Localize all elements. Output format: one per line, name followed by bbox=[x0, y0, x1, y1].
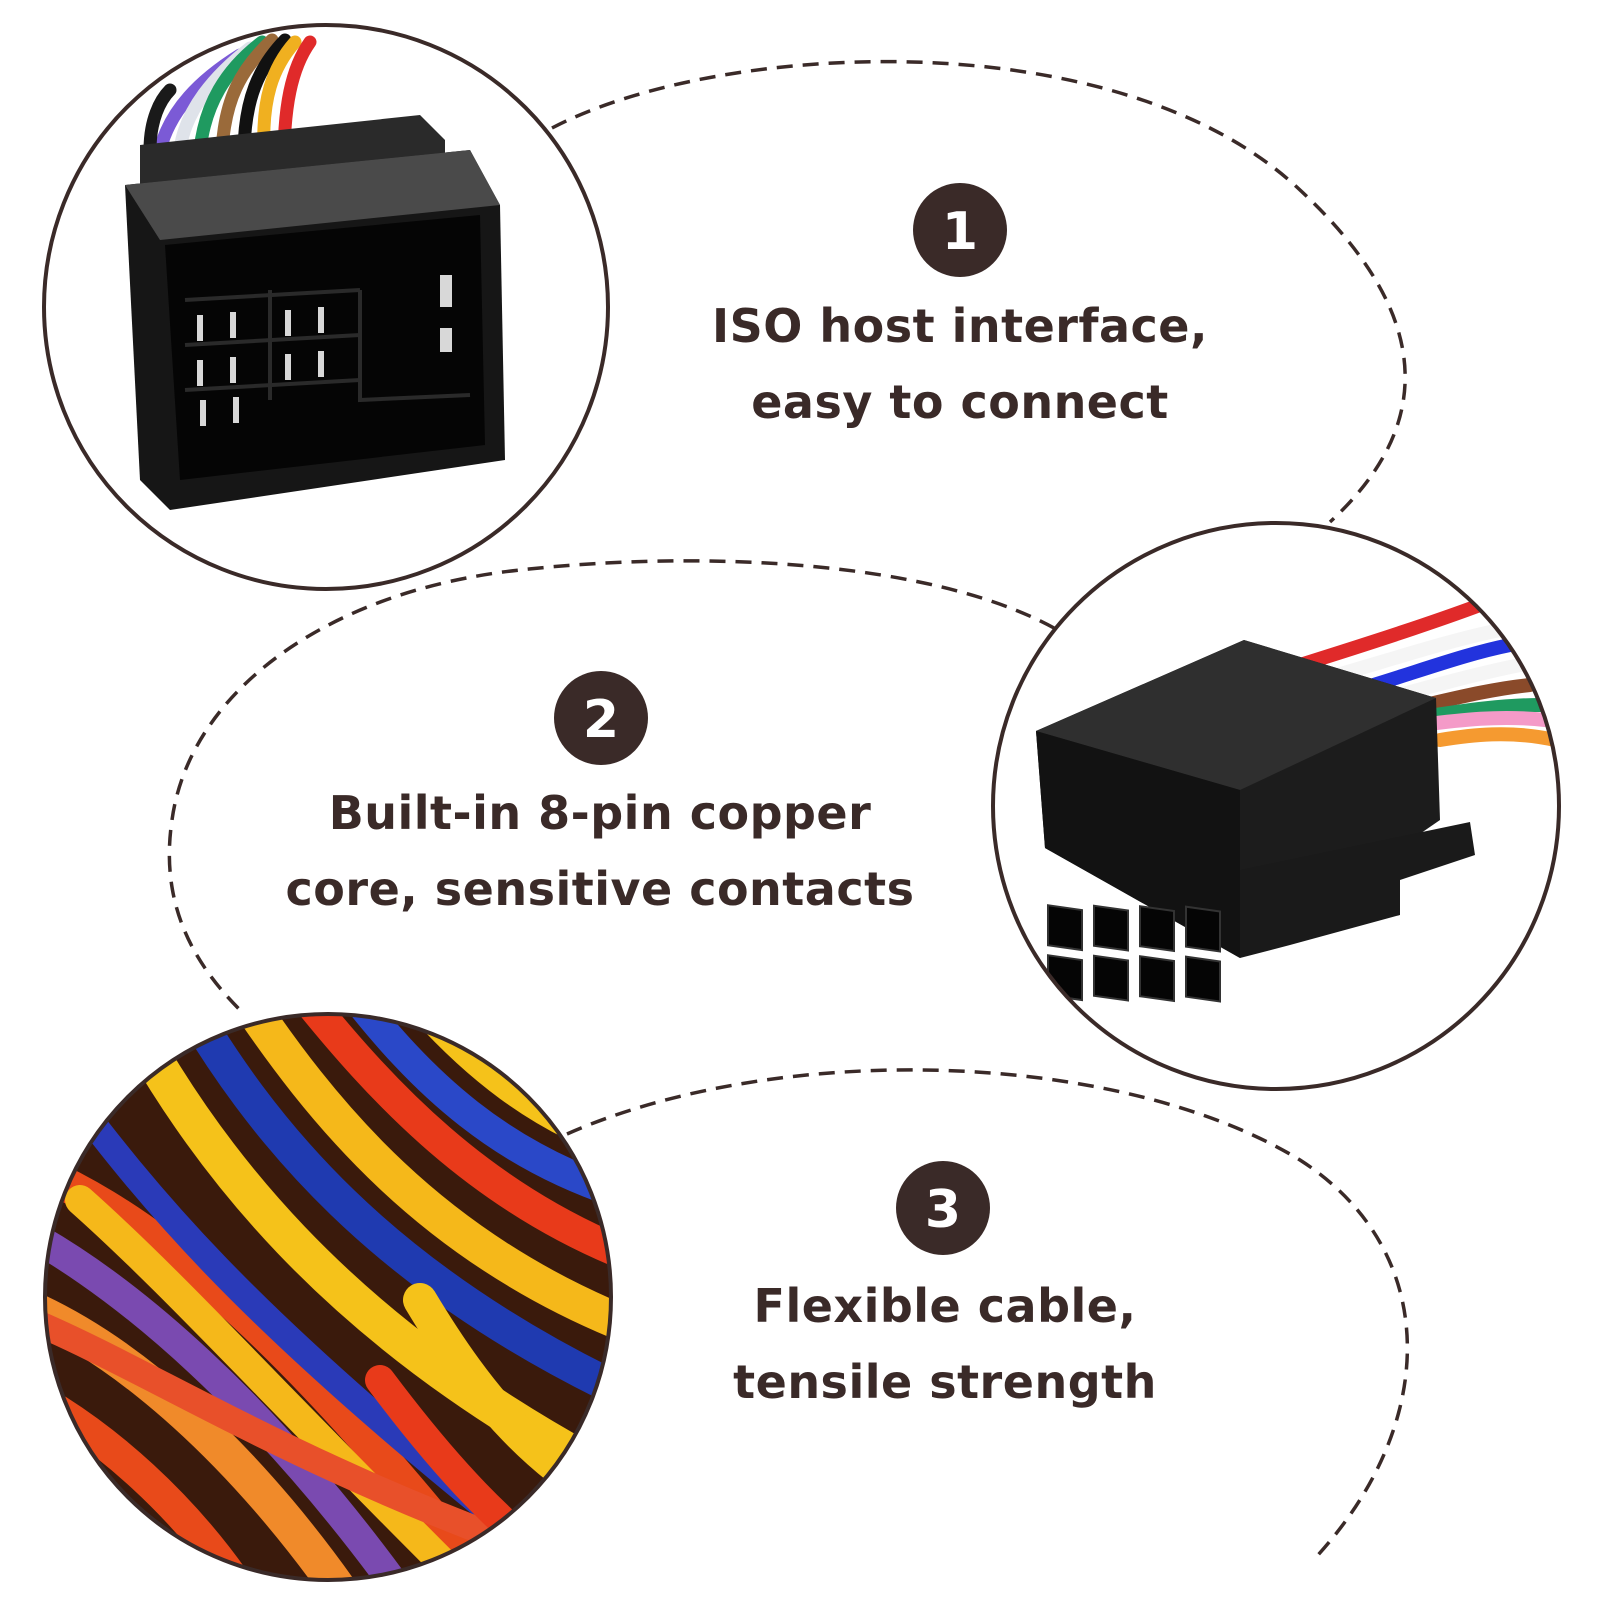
connector-photo-circle-1 bbox=[42, 23, 610, 591]
feature-2-line-1: Built-in 8-pin copper bbox=[328, 786, 872, 840]
dashed-connector-lines bbox=[167, 59, 1410, 1557]
feature-text-3: Flexible cable, tensile strength bbox=[660, 1268, 1230, 1420]
feature-1-line-2: easy to connect bbox=[751, 375, 1169, 429]
feature-1-line-1: ISO host interface, bbox=[712, 299, 1208, 353]
feature-2-line-2: core, sensitive contacts bbox=[285, 862, 915, 916]
feature-3-line-2: tensile strength bbox=[733, 1355, 1157, 1409]
feature-number-1: 1 bbox=[942, 202, 978, 262]
cable-photo-circle-3 bbox=[43, 1012, 613, 1582]
feature-badge-3: 3 bbox=[896, 1161, 990, 1255]
feature-badge-2: 2 bbox=[554, 671, 648, 765]
feature-text-1: ISO host interface, easy to connect bbox=[660, 288, 1260, 440]
feature-3-line-1: Flexible cable, bbox=[753, 1279, 1137, 1333]
feature-number-3: 3 bbox=[925, 1180, 961, 1240]
dashed-arc-2 bbox=[167, 559, 1055, 1012]
feature-text-2: Built-in 8-pin copper core, sensitive co… bbox=[280, 775, 920, 927]
feature-number-2: 2 bbox=[583, 690, 619, 750]
dashed-arc-3 bbox=[566, 1068, 1410, 1557]
plug-photo-circle-2 bbox=[991, 521, 1561, 1091]
dashed-arc-1 bbox=[551, 59, 1407, 524]
feature-badge-1: 1 bbox=[913, 183, 1007, 277]
